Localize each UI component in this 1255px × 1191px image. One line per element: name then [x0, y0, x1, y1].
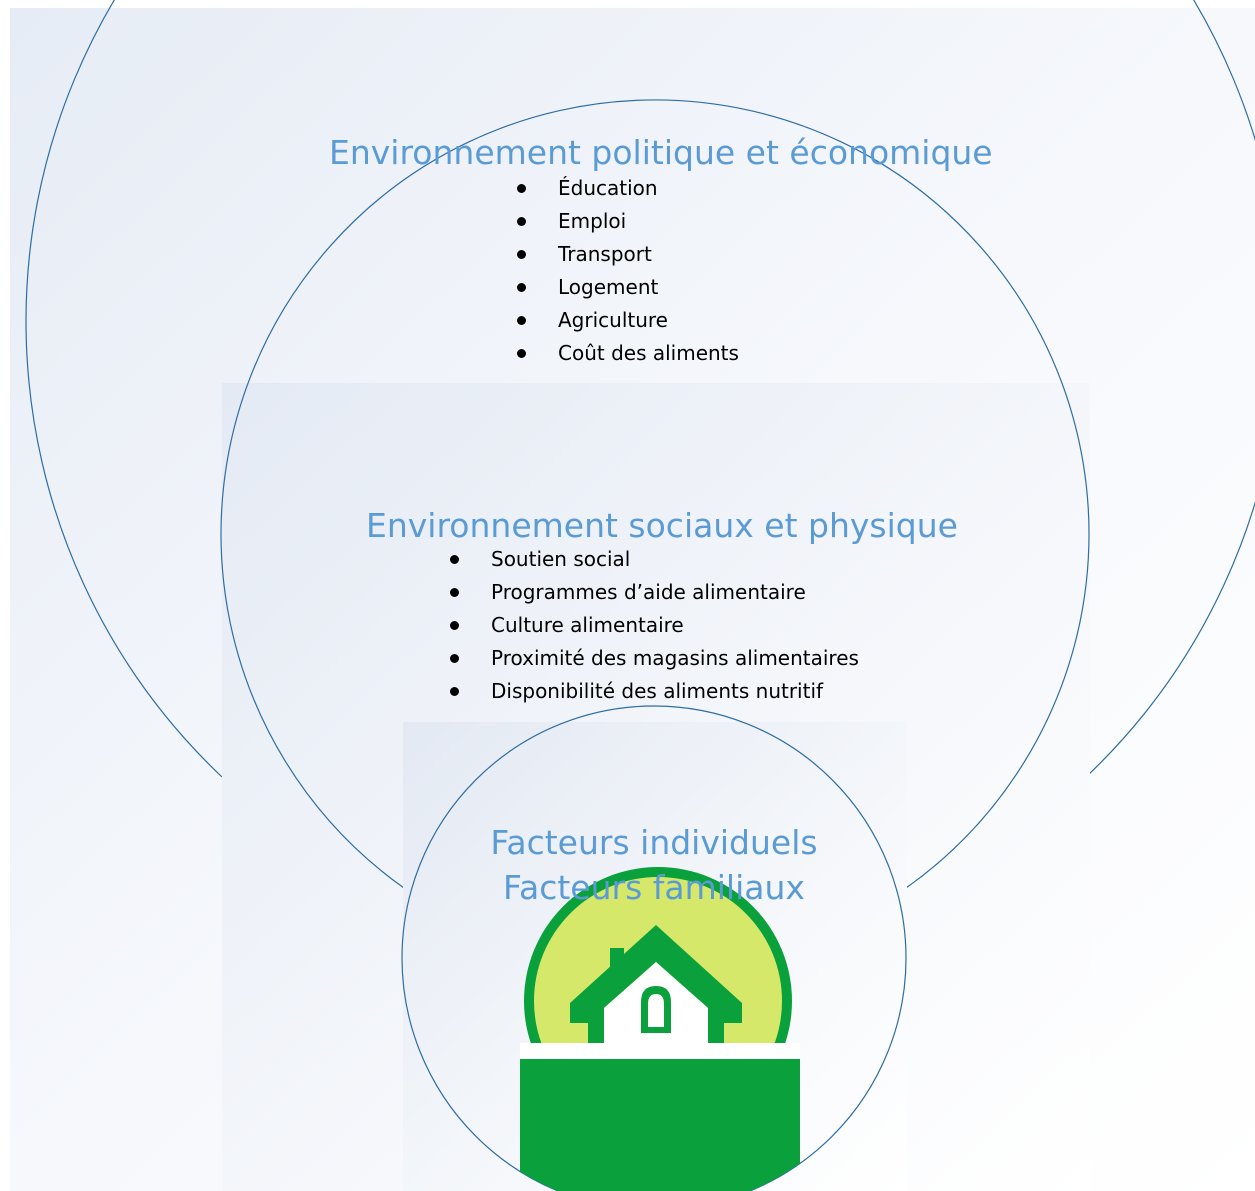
list-item: Emploi	[517, 205, 739, 238]
inner-title-line2: Facteurs familiaux	[503, 868, 805, 907]
list-item: Programmes d’aide alimentaire	[450, 576, 859, 609]
inner-title-line1: Facteurs individuels	[490, 823, 818, 862]
outer-list: Éducation Emploi Transport Logement Agri…	[517, 172, 739, 370]
bullet-icon	[450, 588, 459, 597]
bullet-icon	[450, 621, 459, 630]
bullet-icon	[517, 349, 526, 358]
inner-title: Facteurs individuels Facteurs familiaux	[404, 820, 904, 910]
bullet-icon	[517, 217, 526, 226]
outer-circle	[25, 0, 1255, 778]
list-item: Coût des aliments	[517, 337, 739, 370]
bullet-icon	[450, 654, 459, 663]
inner-circle	[401, 705, 907, 1191]
middle-list: Soutien social Programmes d’aide aliment…	[450, 543, 859, 708]
list-item: Proximité des magasins alimentaires	[450, 642, 859, 675]
list-item: Disponibilité des aliments nutritif	[450, 675, 859, 708]
middle-circle	[220, 99, 1090, 889]
bullet-icon	[517, 316, 526, 325]
outer-title: Environnement politique et économique	[329, 133, 993, 172]
list-item: Transport	[517, 238, 739, 271]
bullet-icon	[450, 687, 459, 696]
list-item: Agriculture	[517, 304, 739, 337]
middle-title: Environnement sociaux et physique	[366, 506, 958, 545]
bullet-icon	[517, 250, 526, 259]
bullet-icon	[517, 283, 526, 292]
bullet-icon	[450, 555, 459, 564]
list-item: Logement	[517, 271, 739, 304]
bullet-icon	[517, 184, 526, 193]
list-item: Soutien social	[450, 543, 859, 576]
list-item: Culture alimentaire	[450, 609, 859, 642]
list-item: Éducation	[517, 172, 739, 205]
house-icon	[520, 867, 800, 1191]
